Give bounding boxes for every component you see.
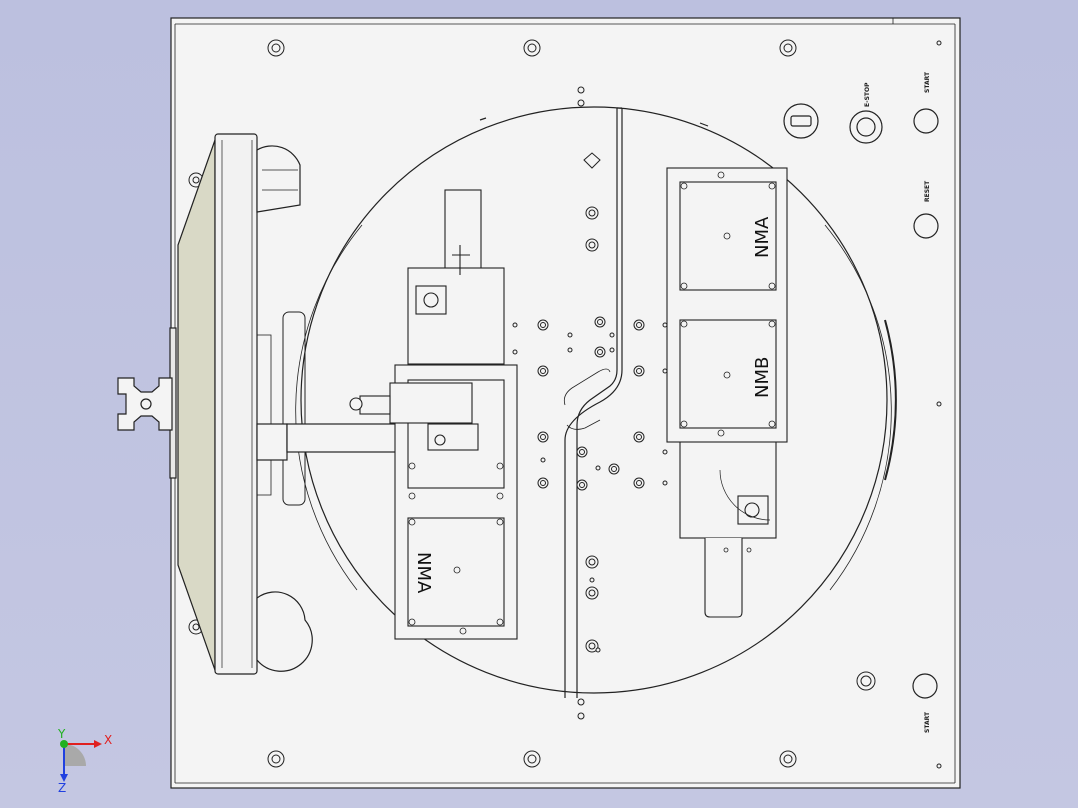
fixture-label-right-upper: NMA: [752, 216, 773, 258]
turntable-holes: [512, 206, 668, 653]
start-top-label: START: [924, 71, 931, 93]
fixture-label-right-lower: NMB: [752, 357, 773, 398]
estop-button[interactable]: E-STOP: [848, 82, 884, 145]
start-button-bottom[interactable]: START: [911, 672, 939, 733]
estop-label: E-STOP: [864, 82, 871, 107]
extrusion-profile: [117, 377, 173, 431]
control-panel: [783, 103, 939, 699]
start-button-top[interactable]: START: [912, 71, 940, 135]
turntable: [295, 106, 897, 698]
y-axis-label: Y: [57, 727, 66, 741]
x-axis-label: X: [104, 733, 112, 747]
mounting-holes: [188, 39, 942, 769]
fixture-label-left: NMA: [413, 552, 434, 594]
axis-triad: X Y Z: [57, 727, 112, 795]
reset-label: RESET: [924, 180, 931, 202]
fixture-holes: [408, 171, 776, 635]
reset-button[interactable]: RESET: [912, 180, 940, 240]
z-axis-label: Z: [58, 781, 66, 795]
left-fixture: [349, 189, 518, 640]
start-bottom-label: START: [924, 711, 931, 733]
